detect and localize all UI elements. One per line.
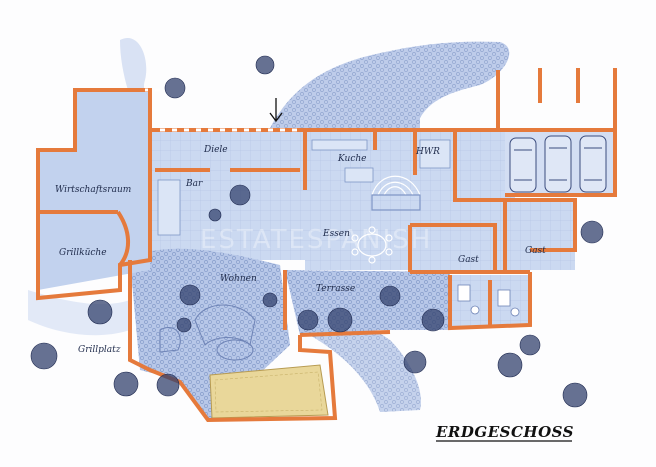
- entrance-arrow-icon: [269, 98, 283, 123]
- room-label-wohnen: Wohnen: [220, 274, 257, 284]
- bar-counter: [157, 179, 181, 236]
- dining-table: [351, 226, 393, 264]
- watermark: ESTATESPANISH: [200, 225, 432, 255]
- room-label-gast-2: Gast: [525, 246, 546, 256]
- window-openings: [145, 88, 300, 132]
- room-label-grillkueche: Grillküche: [59, 248, 107, 258]
- plants: [30, 55, 604, 408]
- room-label-grillplatz: Grillplatz: [78, 345, 121, 355]
- pool: [209, 364, 329, 419]
- bathroom-fixtures: [457, 284, 520, 317]
- room-label-gast-1: Gast: [458, 255, 479, 265]
- room-label-wirtschaftsraum: Wirtschaftsraum: [55, 185, 131, 195]
- room-label-hwr: HWR: [415, 147, 440, 157]
- room-label-essen: Essen: [322, 229, 350, 239]
- floor-title: ERDGESCHOSS: [435, 423, 574, 441]
- living-furniture: [159, 304, 256, 361]
- room-label-terrasse: Terrasse: [316, 284, 355, 294]
- room-label-kuche: Kuche: [337, 154, 367, 164]
- room-label-diele: Diele: [203, 145, 228, 155]
- room-labels: Wirtschaftsraum Grillküche Grillplatz Di…: [55, 145, 546, 355]
- staircase: [371, 175, 421, 211]
- kitchen-counters: [311, 139, 451, 183]
- walls: [36, 68, 617, 423]
- room-label-bar: Bar: [185, 179, 203, 189]
- pool-steps: [214, 371, 323, 413]
- garage-cars: [509, 135, 607, 193]
